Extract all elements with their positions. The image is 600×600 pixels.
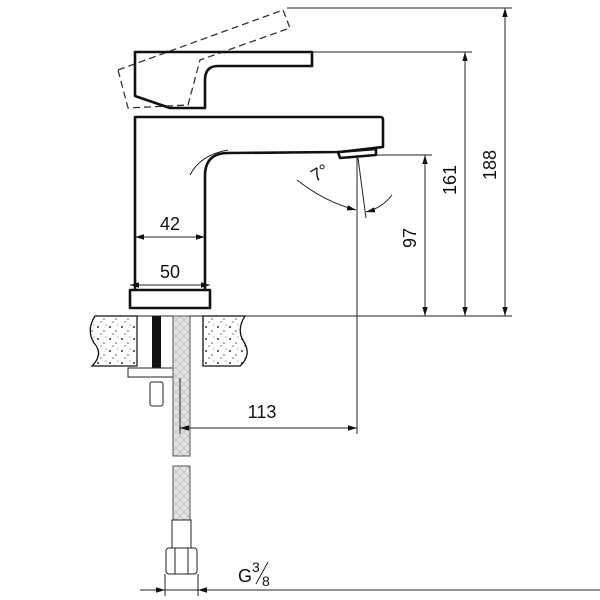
dim-50-label: 50 <box>160 262 180 282</box>
base-flange <box>128 288 212 310</box>
faucet-body <box>133 115 385 290</box>
fixing-nut <box>149 381 164 407</box>
dim-161-label: 161 <box>440 165 460 195</box>
supply-hose-lower <box>172 465 191 521</box>
dim-97-label: 97 <box>400 228 420 248</box>
dim-188-label: 188 <box>480 150 500 180</box>
supply-hose-upper <box>172 315 191 457</box>
lever-open-position <box>117 9 291 109</box>
dim-113-label: 113 <box>248 402 277 422</box>
hose-nut <box>165 547 198 575</box>
mounting-rod <box>152 316 161 368</box>
svg-text:8: 8 <box>262 573 270 589</box>
svg-text:G: G <box>238 566 252 586</box>
extension-lines <box>164 7 512 596</box>
svg-text:3: 3 <box>252 559 260 575</box>
thread-label: G 3 8 <box>238 559 270 589</box>
angle-arc <box>296 179 357 211</box>
dim-42-label: 42 <box>160 214 180 234</box>
angle-label: 7° <box>307 160 332 186</box>
lever <box>133 50 314 110</box>
hose-connector <box>171 519 192 549</box>
countertop <box>89 315 138 367</box>
